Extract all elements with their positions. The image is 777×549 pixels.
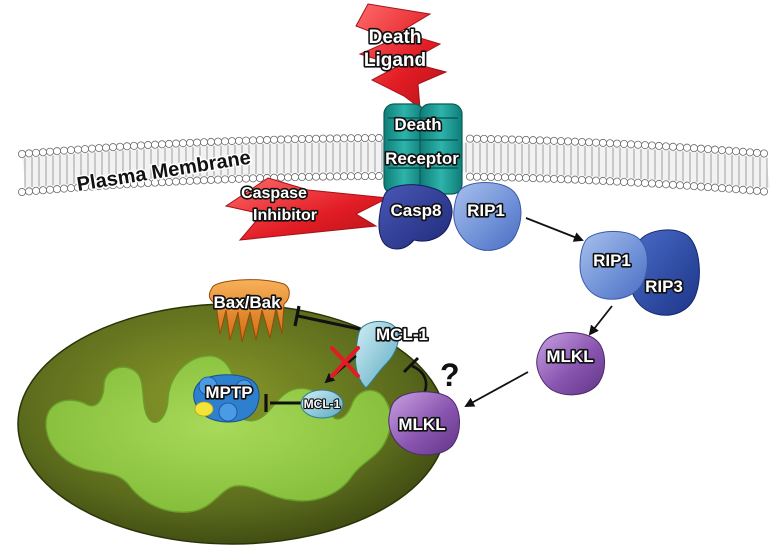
rip3: RIP3: [629, 229, 700, 316]
rip1-receptor: RIP1: [453, 182, 522, 251]
mlkl-mito: MLKL: [388, 391, 460, 456]
arrow-rip1-to-complex: [525, 217, 584, 242]
mcl1-outer-label: MCL-1: [376, 325, 428, 344]
blocked-x-mark: [330, 346, 360, 378]
rip1-complex-label: RIP1: [593, 251, 631, 270]
caspase-inhibitor: Caspase Inhibitor: [224, 177, 390, 241]
arrow-complex-to-mlkl: [588, 305, 613, 336]
mlkl-mito-label: MLKL: [398, 415, 445, 434]
caspase-inhibitor-label-line2: Inhibitor: [253, 207, 317, 224]
mcl1-outer: MCL-1: [355, 321, 430, 389]
bax-bak-label: Bax/Bak: [213, 293, 281, 312]
rip3-label: RIP3: [645, 277, 683, 296]
death-ligand: Death Ligand: [355, 3, 448, 110]
casp8: Casp8: [378, 184, 453, 250]
mlkl-cytosol: MLKL: [536, 332, 605, 396]
question-mark: ?: [440, 357, 460, 393]
rip1-receptor-label: RIP1: [467, 201, 505, 220]
death-receptor-label-line1: Death: [394, 115, 441, 134]
death-receptor: Death Receptor: [383, 103, 463, 195]
inhibit-mcl1-inner-to-mptp: [264, 394, 302, 412]
death-ligand-label-line1: Death: [369, 27, 422, 48]
rip1-complex: RIP1: [579, 231, 648, 300]
death-receptor-label-line2: Receptor: [385, 149, 459, 168]
caspase-inhibitor-label-line1: Caspase: [241, 185, 307, 202]
mcl1-inner-label: MCL-1: [304, 397, 341, 411]
inhibit-mcl1-to-baxbak: [293, 305, 365, 332]
mptp: MPTP: [193, 374, 260, 423]
mcl1-inner: MCL-1: [300, 389, 344, 419]
arrow-mlkl-to-mito-mlkl: [464, 371, 529, 407]
mptp-label: MPTP: [205, 383, 252, 402]
mlkl-cytosol-label: MLKL: [546, 347, 593, 366]
bax-bak: Bax/Bak: [208, 279, 290, 343]
death-ligand-label-line2: Ligand: [364, 50, 426, 71]
mitochondrion: [17, 303, 447, 545]
casp8-label: Casp8: [390, 201, 441, 220]
